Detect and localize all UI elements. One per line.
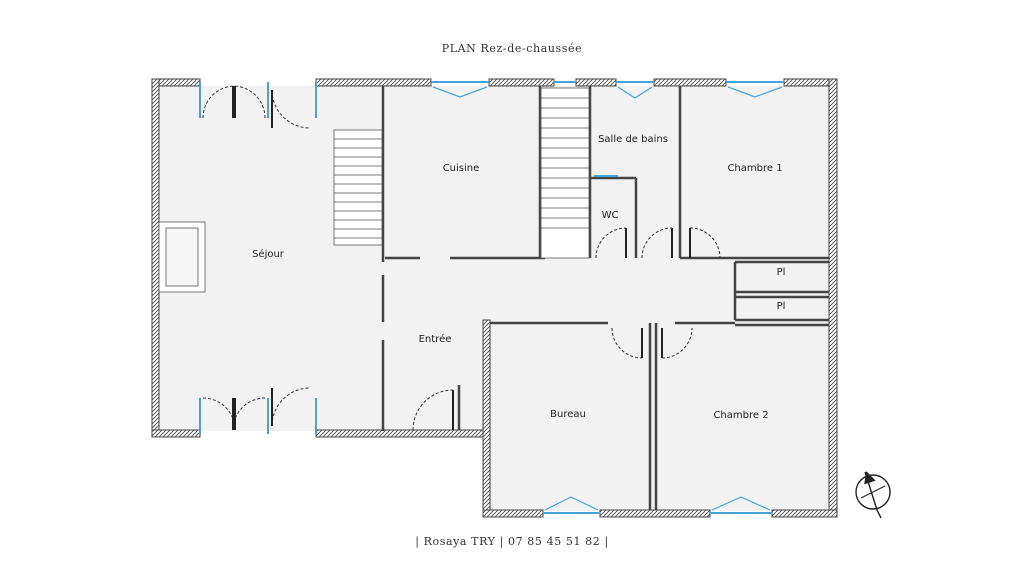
room-label-bureau: Bureau: [550, 409, 586, 420]
window-sashes: [432, 86, 783, 511]
plan-footer: | Rosaya TRY | 07 85 45 51 82 |: [415, 535, 609, 548]
room-label-wc: WC: [602, 210, 619, 221]
plan-title: PLAN Rez-de-chaussée: [441, 42, 583, 55]
room-label-salle-de-bains: Salle de bains: [598, 134, 668, 145]
room-label-placard-1: Pl: [777, 267, 786, 278]
room-label-entree: Entrée: [419, 333, 452, 345]
door-swings: [202, 85, 721, 431]
staircase-hall: [540, 87, 590, 259]
fireplace: [158, 221, 206, 293]
floor-area: [159, 86, 829, 511]
staircase-sejour: [333, 129, 383, 246]
windows: [199, 81, 784, 514]
room-label-sejour: Séjour: [252, 248, 285, 260]
room-label-placard-2: Pl: [777, 301, 786, 312]
interior-walls: [381, 86, 829, 510]
north-arrow-icon: [855, 471, 891, 519]
room-label-chambre-1: Chambre 1: [727, 163, 782, 174]
room-label-chambre-2: Chambre 2: [713, 410, 768, 421]
door-leaves: [232, 86, 691, 430]
room-label-cuisine: Cuisine: [443, 163, 480, 174]
